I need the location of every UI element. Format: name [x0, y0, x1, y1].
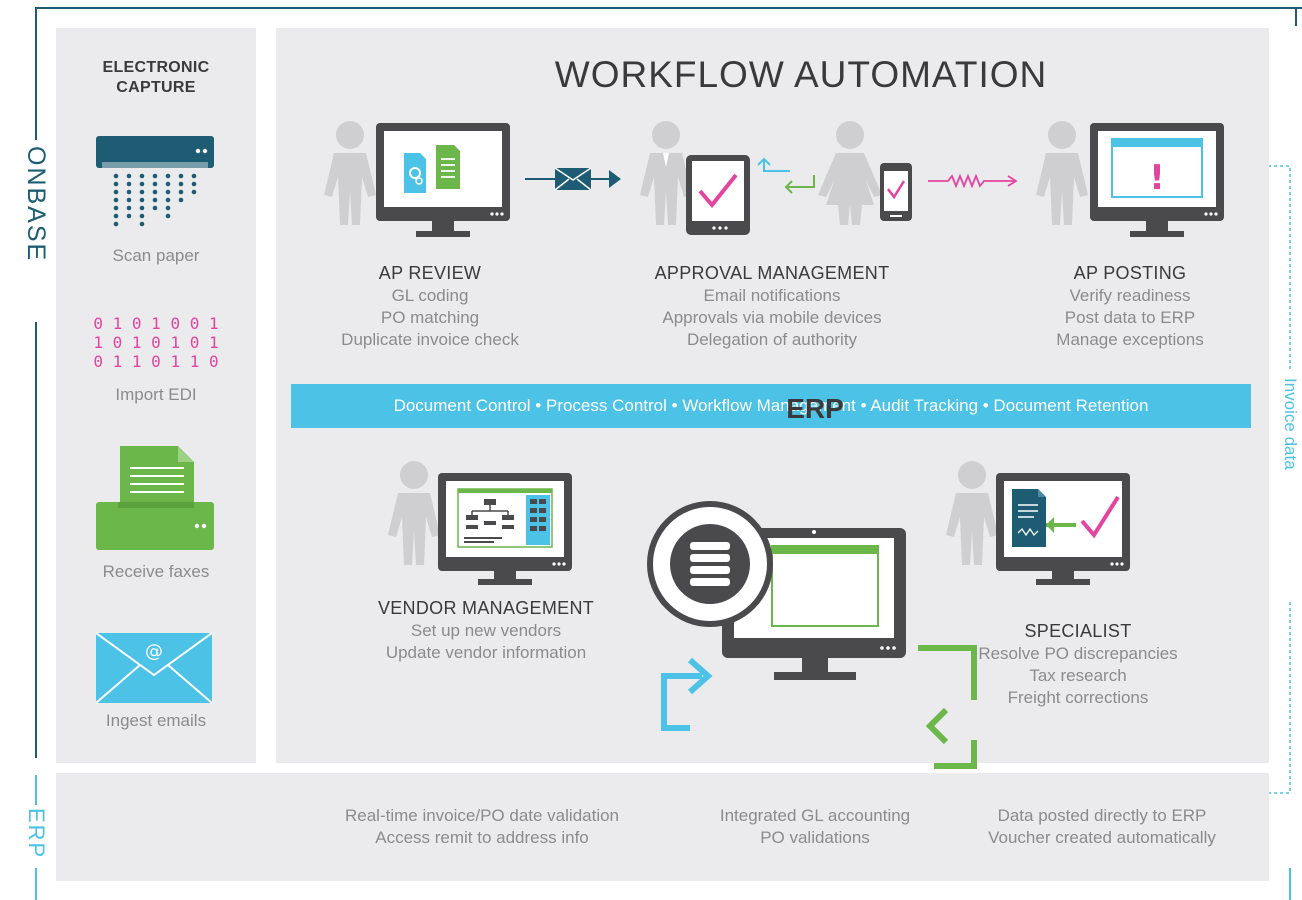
person-icon	[1036, 121, 1088, 225]
approval-title: APPROVAL MANAGEMENT	[654, 263, 890, 283]
control-banner: Document Control • Process Control • Wor…	[291, 384, 1251, 428]
person-icon	[388, 461, 440, 565]
ap-posting-illustration: !	[1036, 121, 1224, 237]
scanner-icon	[96, 136, 214, 227]
approval-illustration	[640, 121, 912, 235]
specialist-title: SPECIALIST	[1024, 621, 1132, 641]
scan-paper-label: Scan paper	[112, 246, 200, 265]
sync-arrows-icon	[757, 157, 815, 194]
erp-side-label: ERP	[24, 808, 49, 860]
email-icon: @	[95, 632, 213, 704]
invoice-data-label: Invoice data	[1279, 378, 1301, 470]
person-icon	[946, 461, 998, 565]
erp-title: ERP	[786, 393, 844, 424]
workflow-title: WORKFLOW AUTOMATION	[554, 54, 1048, 95]
person-icon	[324, 121, 376, 225]
phone-icon	[880, 163, 912, 221]
specialist-illustration	[946, 461, 1130, 585]
import-edi-label: Import EDI	[115, 385, 197, 404]
ap-review-illustration	[324, 121, 510, 237]
person-icon	[640, 121, 692, 225]
ap-review-title: AP REVIEW	[378, 263, 482, 283]
ap-posting-title: AP POSTING	[1073, 263, 1187, 283]
receive-faxes-label: Receive faxes	[102, 562, 210, 581]
capture-title: ELECTRONIC CAPTURE	[102, 59, 210, 96]
email-arrow-icon	[525, 167, 621, 191]
vendor-illustration	[388, 461, 572, 585]
person-woman-icon	[818, 121, 882, 225]
binary-icon: 0 1 0 1 0 0 1 1 0 1 0 1 0 1 0 1 1 0 1 1 …	[93, 314, 219, 371]
svg-text:@: @	[145, 641, 163, 662]
ingest-emails-label: Ingest emails	[105, 711, 207, 730]
signal-arrow-icon	[928, 173, 1018, 189]
erp-illustration	[647, 501, 977, 769]
fax-icon	[96, 446, 214, 550]
document-lines-icon	[436, 145, 460, 189]
tablet-icon	[686, 155, 750, 235]
document-gear-icon	[404, 153, 426, 193]
vendor-title: VENDOR MANAGEMENT	[377, 598, 595, 618]
erp-panel	[56, 773, 1269, 881]
onbase-label: ONBASE	[22, 146, 50, 263]
svg-text:!: !	[1149, 158, 1165, 198]
